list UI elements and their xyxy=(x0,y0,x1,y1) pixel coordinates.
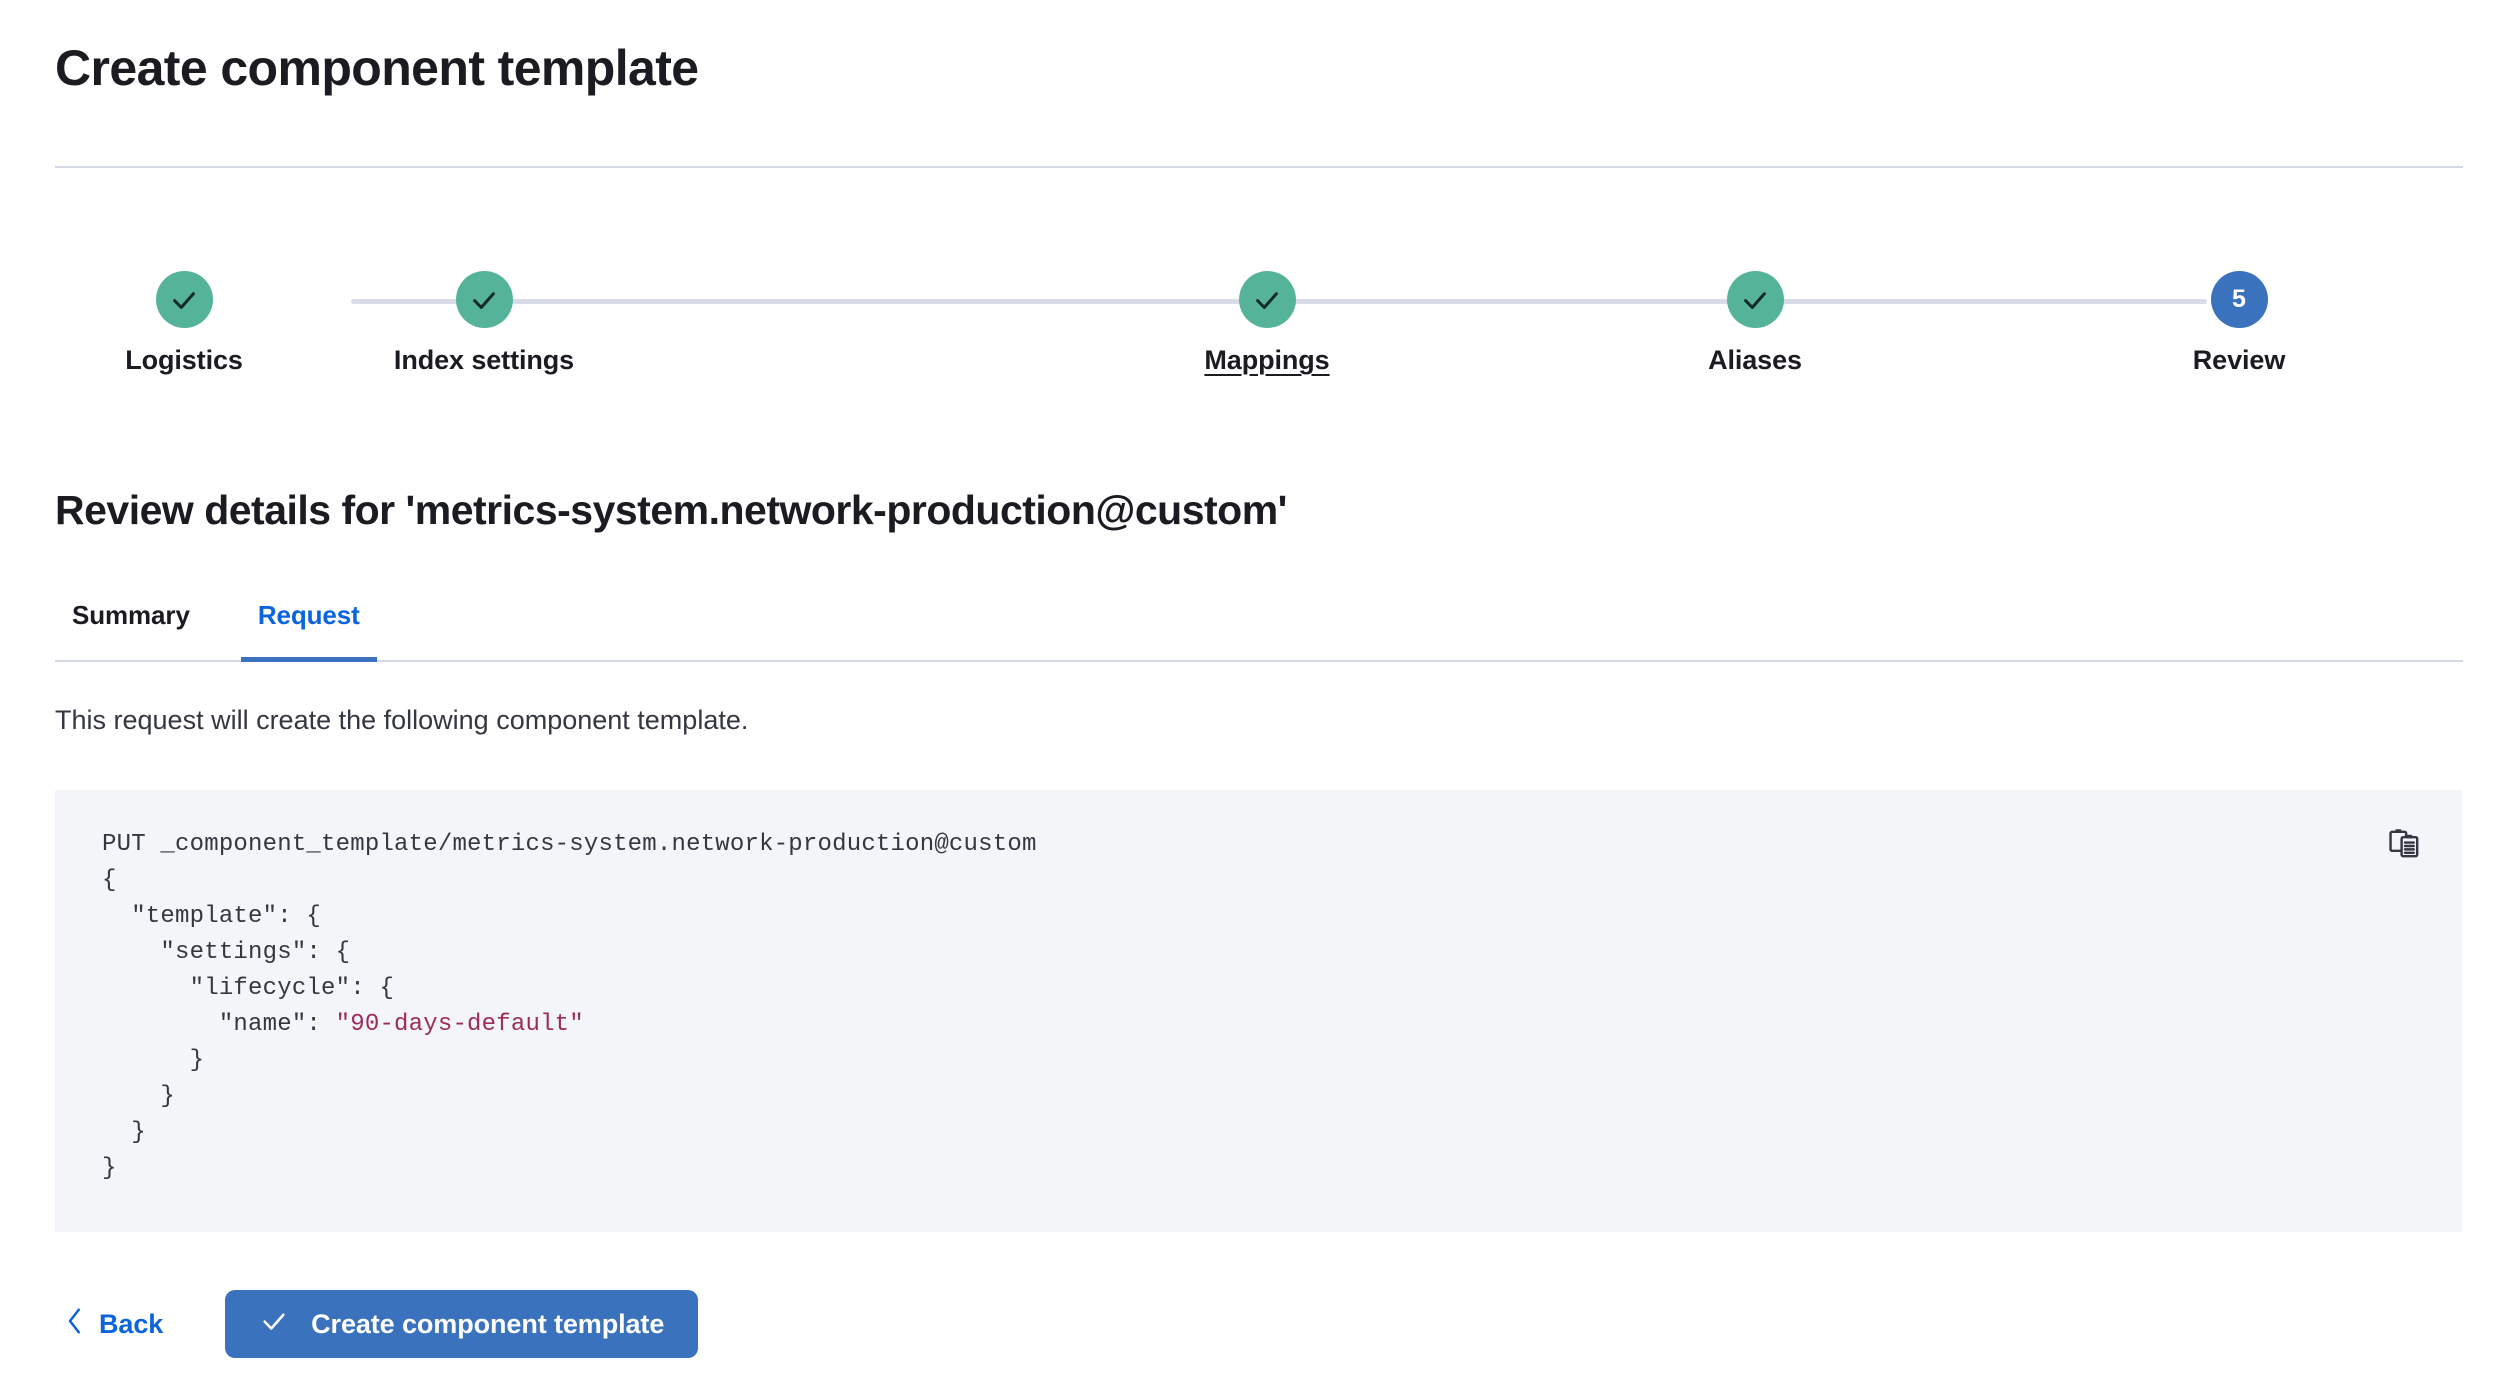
copy-to-clipboard-button[interactable] xyxy=(2378,818,2432,872)
stepper-step-label: Review xyxy=(2192,345,2286,375)
request-code-panel: PUT _component_template/metrics-system.n… xyxy=(55,790,2462,1232)
create-component-template-button[interactable]: Create component template xyxy=(225,1290,699,1358)
code-after-string: } } } } xyxy=(102,1047,205,1182)
wizard-stepper: Logistics Index settings Mapping xyxy=(55,255,2463,395)
stepper-step-review[interactable]: 5 Review xyxy=(2079,255,2399,376)
title-divider xyxy=(55,166,2463,168)
chevron-left-icon xyxy=(65,1306,85,1343)
tab-summary[interactable]: Summary xyxy=(55,600,207,662)
stepper-step-index-settings[interactable]: Index settings xyxy=(324,255,644,376)
stepper-step-aliases[interactable]: Aliases xyxy=(1595,255,1915,376)
stepper-step-mappings[interactable]: Mappings xyxy=(1107,255,1427,376)
step-status-circle xyxy=(1726,271,1784,328)
tabs-divider xyxy=(55,660,2463,662)
stepper-step-logistics[interactable]: Logistics xyxy=(24,255,344,376)
review-tabs: Summary Request xyxy=(55,600,2463,662)
step-status-circle xyxy=(455,271,513,328)
check-icon xyxy=(1252,285,1282,315)
step-status-circle: 5 xyxy=(2210,271,2268,328)
code-string-value: "90-days-default" xyxy=(335,1011,584,1038)
step-status-circle xyxy=(1238,271,1296,328)
stepper-step-label: Index settings xyxy=(393,345,575,375)
check-icon xyxy=(169,285,199,315)
step-number: 5 xyxy=(2232,285,2246,313)
back-button-label: Back xyxy=(99,1308,164,1339)
check-icon xyxy=(259,1306,289,1343)
check-icon xyxy=(469,285,499,315)
check-icon xyxy=(1740,285,1770,315)
request-code-block: PUT _component_template/metrics-system.n… xyxy=(102,827,1037,1187)
stepper-step-label: Logistics xyxy=(125,345,243,375)
tab-request[interactable]: Request xyxy=(240,600,377,662)
page-title: Create component template xyxy=(55,40,699,96)
stepper-step-label: Aliases xyxy=(1708,345,1802,375)
back-button[interactable]: Back xyxy=(55,1298,173,1351)
create-component-template-label: Create component template xyxy=(311,1308,665,1339)
wizard-footer-actions: Back Create component template xyxy=(55,1288,699,1360)
step-status-circle xyxy=(155,271,213,328)
review-heading: Review details for 'metrics-system.netwo… xyxy=(55,487,1287,533)
stepper-step-label[interactable]: Mappings xyxy=(1204,345,1330,375)
copy-clipboard-icon xyxy=(2388,827,2422,864)
code-before-string: PUT _component_template/metrics-system.n… xyxy=(102,831,1037,1038)
request-description: This request will create the following c… xyxy=(55,705,749,735)
